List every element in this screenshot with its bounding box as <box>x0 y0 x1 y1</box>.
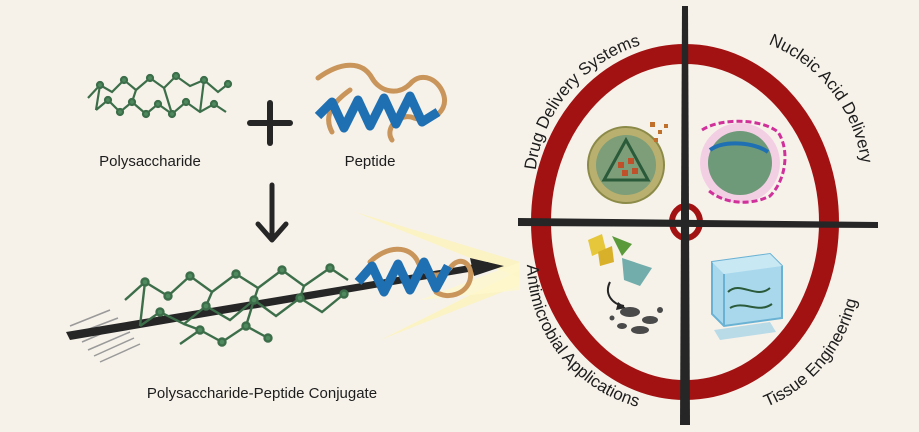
arrow-down-icon <box>255 182 289 243</box>
polysaccharide-label: Polysaccharide <box>99 153 201 170</box>
target <box>518 6 878 425</box>
drug-delivery-particle <box>587 122 668 204</box>
polysaccharide-molecule <box>87 71 233 119</box>
crosshair-vertical <box>680 6 690 425</box>
peptide-molecule <box>314 62 448 143</box>
plus-icon <box>247 100 293 146</box>
tissue-scaffold <box>711 252 783 340</box>
conjugate-label: Polysaccharide-Peptide Conjugate <box>147 385 377 402</box>
peptide-label: Peptide <box>345 153 396 170</box>
nucleic-acid-particle <box>700 119 787 204</box>
crosshair-horizontal <box>518 218 878 228</box>
conjugate-arrow <box>66 246 504 363</box>
antimicrobial-illustration <box>588 234 663 334</box>
